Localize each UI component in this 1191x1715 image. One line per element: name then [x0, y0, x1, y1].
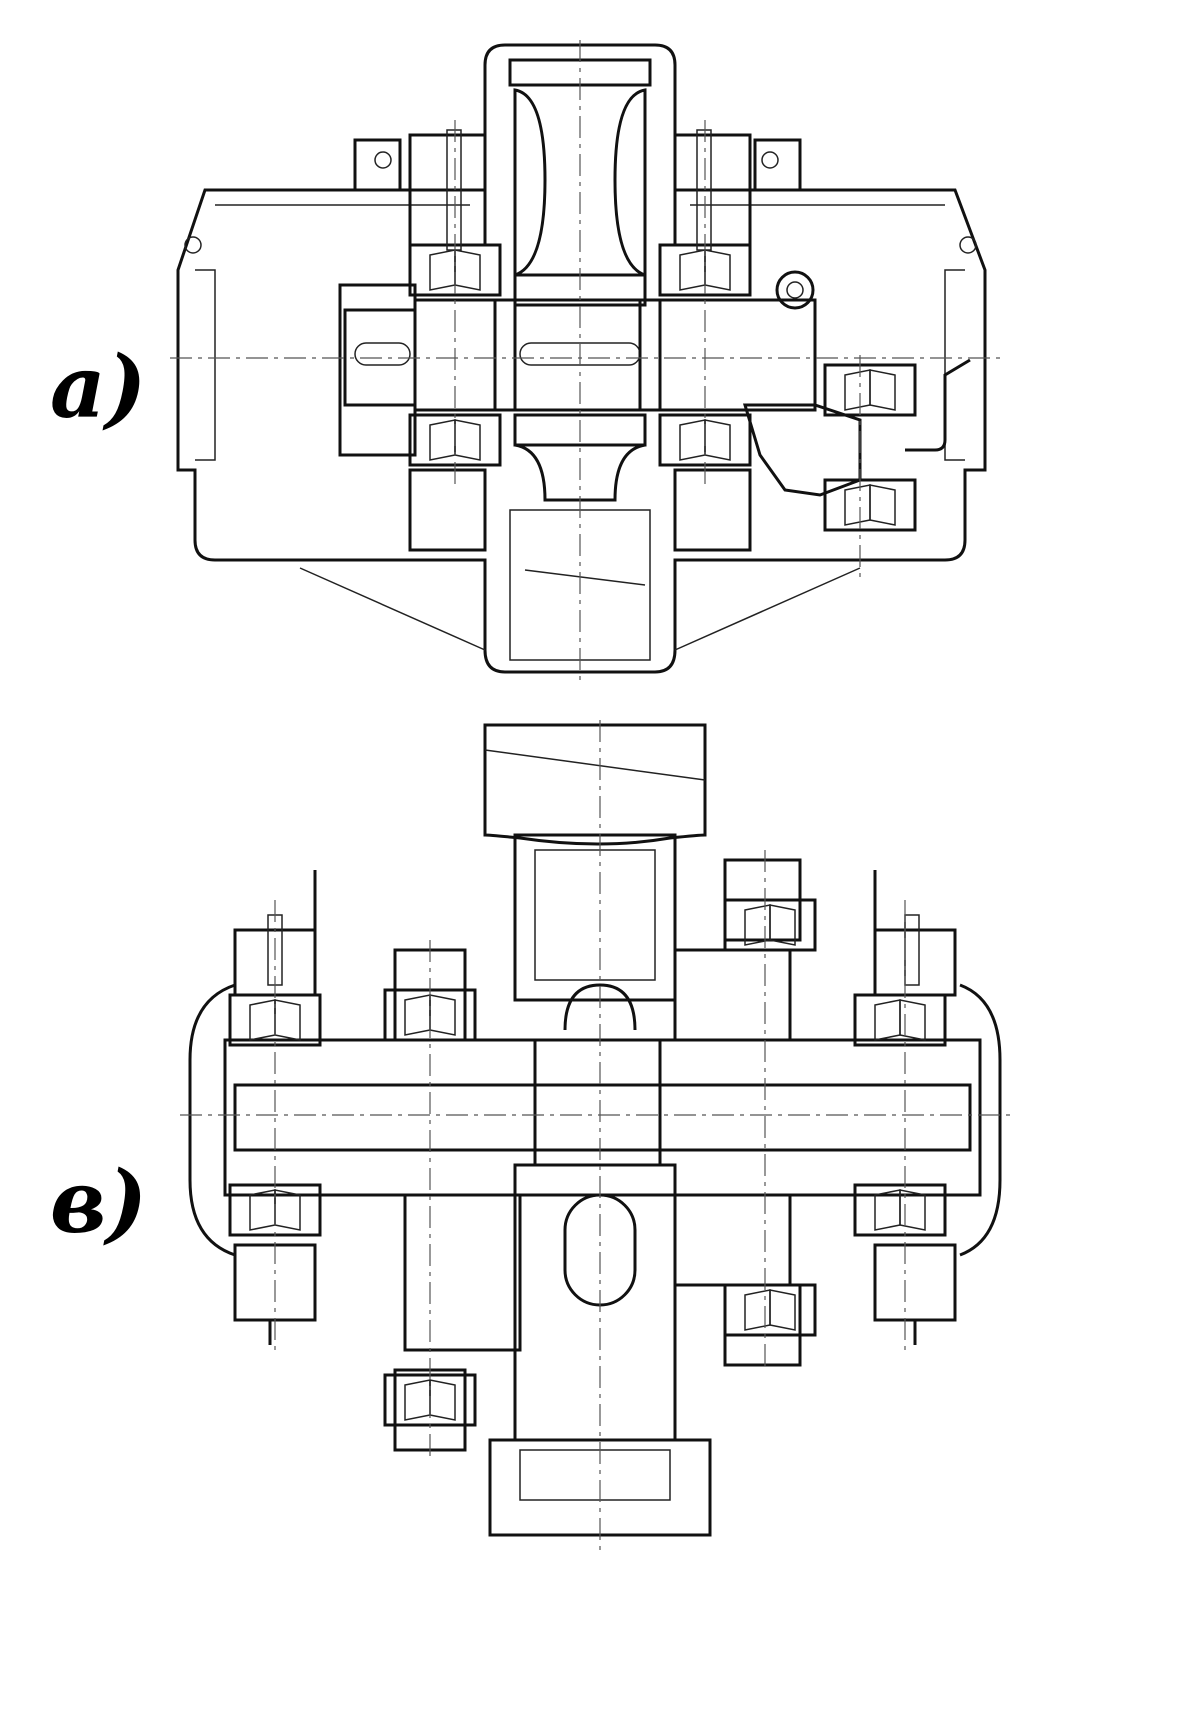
figure-label-a: а) [50, 337, 147, 438]
figure-label-b: в) [50, 1152, 148, 1253]
figure-a-drawing [170, 40, 1000, 680]
figure-b-drawing [180, 720, 1010, 1550]
